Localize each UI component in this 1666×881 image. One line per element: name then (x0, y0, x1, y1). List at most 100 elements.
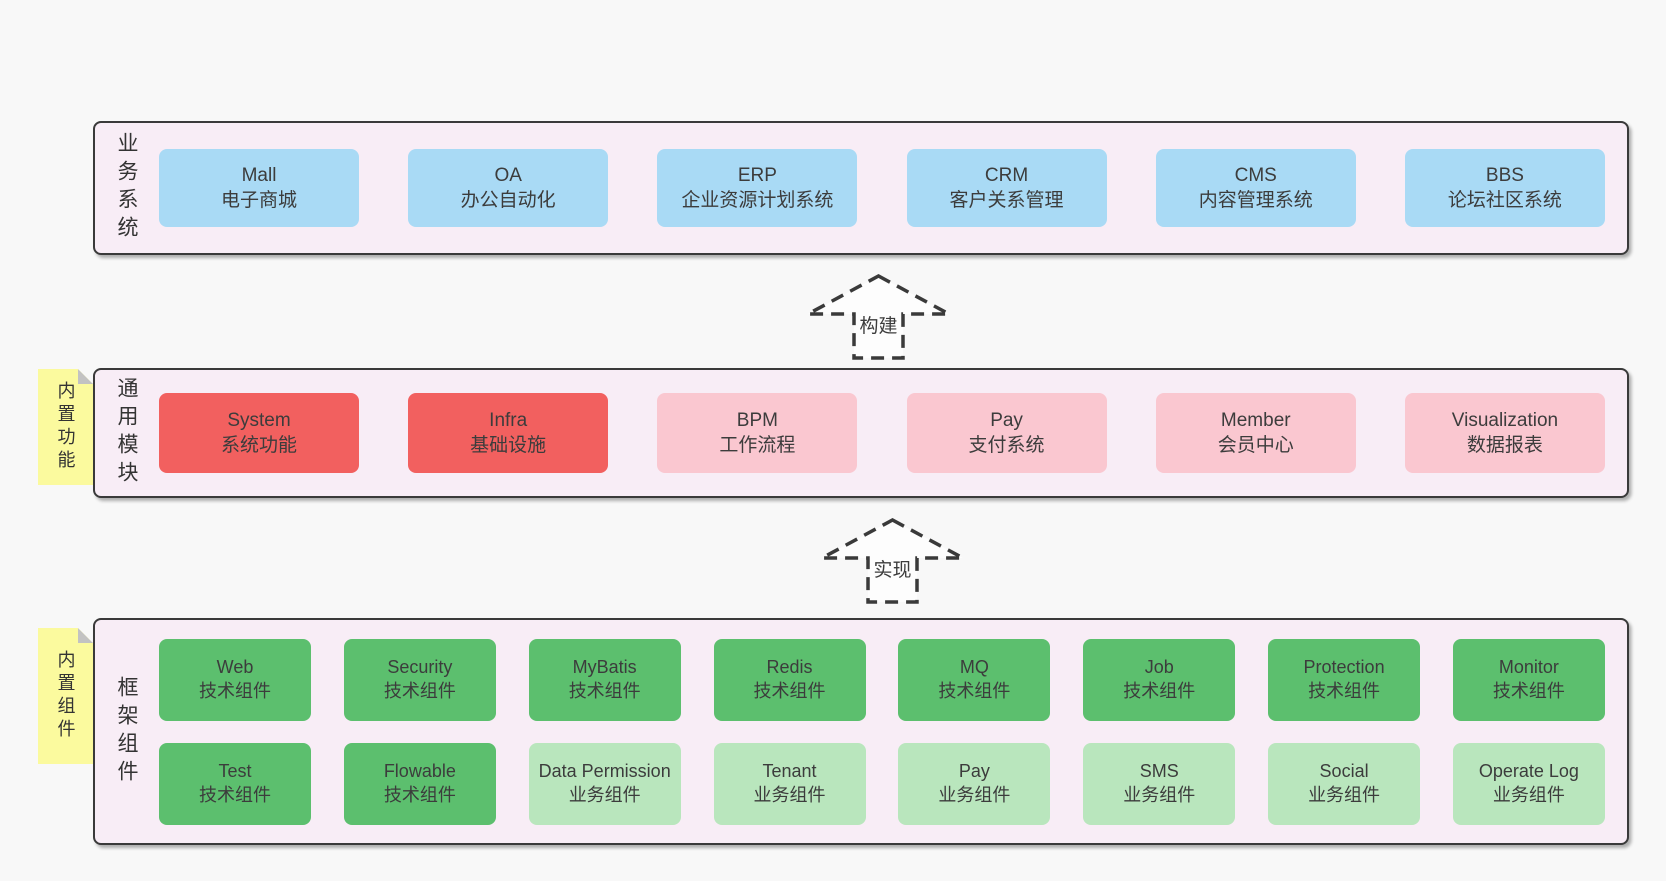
sticky-note-built-in-features: 内置功能 (38, 369, 93, 485)
box-desc: 技术组件 (753, 680, 826, 701)
box-desc: 业务组件 (1308, 784, 1381, 805)
box-desc: 数据报表 (1466, 435, 1543, 456)
box-desc: 内容管理系统 (1198, 190, 1313, 211)
box-desc: 业务组件 (1492, 784, 1565, 805)
box-desc: 技术组件 (1492, 680, 1565, 701)
box-protection: Protection 技术组件 (1268, 638, 1421, 721)
box-name: Monitor (1498, 656, 1559, 677)
build-arrow: 构建 (807, 274, 950, 360)
box-tenant: Tenant 业务组件 (713, 742, 866, 825)
box-crm: CRM 客户关系管理 (906, 149, 1107, 227)
box-pay-component: Pay 业务组件 (898, 742, 1051, 825)
box-name: Security (387, 656, 453, 677)
sticky-label: 内置组件 (55, 650, 76, 742)
box-security: Security 技术组件 (343, 638, 496, 721)
implement-arrow: 实现 (821, 518, 964, 604)
box-name: Data Permission (538, 760, 671, 781)
box-desc: 支付系统 (968, 435, 1045, 456)
box-desc: 技术组件 (1123, 680, 1196, 701)
box-system: System 系统功能 (159, 393, 359, 473)
box-name: MyBatis (572, 656, 637, 677)
box-bbs: BBS 论坛社区系统 (1404, 149, 1605, 227)
box-oa: OA 办公自动化 (408, 149, 609, 227)
box-name: System (227, 409, 291, 431)
dashed-up-arrow-icon (807, 274, 950, 360)
box-desc: 业务组件 (568, 784, 641, 805)
box-name: Web (216, 656, 254, 677)
folded-corner-icon (78, 628, 93, 643)
box-desc: 系统功能 (220, 435, 297, 456)
box-desc: 工作流程 (719, 435, 796, 456)
band-business-systems: 业务系统 Mall 电子商城 OA 办公自动化 ERP 企业资源计划系统 CRM… (93, 121, 1629, 255)
box-job: Job 技术组件 (1083, 638, 1236, 721)
box-name: Pay (990, 409, 1023, 431)
box-desc: 技术组件 (1308, 680, 1381, 701)
box-name: Job (1144, 656, 1174, 677)
folded-corner-icon (78, 369, 93, 384)
box-name: Test (218, 760, 252, 781)
implement-arrow-label: 实现 (873, 559, 911, 581)
box-name: CRM (984, 164, 1029, 186)
box-desc: 技术组件 (568, 680, 641, 701)
box-visualization: Visualization 数据报表 (1404, 393, 1605, 473)
box-desc: 办公自动化 (460, 190, 556, 211)
box-desc: 技术组件 (199, 784, 271, 805)
common-modules-boxes: System 系统功能 Infra 基础设施 BPM 工作流程 Pay 支付系统… (141, 370, 1627, 496)
box-redis: Redis 技术组件 (713, 638, 866, 721)
box-social: Social 业务组件 (1268, 742, 1421, 825)
box-infra: Infra 基础设施 (408, 393, 609, 473)
box-name: Flowable (383, 760, 456, 781)
build-arrow-label: 构建 (859, 315, 897, 337)
band-common-modules: 通用模块 System 系统功能 Infra 基础设施 BPM 工作流程 Pay… (93, 368, 1629, 498)
band-label-common-modules: 通用模块 (115, 377, 138, 489)
box-name: Tenant (762, 760, 817, 781)
box-sms: SMS 业务组件 (1083, 742, 1236, 825)
box-name: SMS (1139, 760, 1179, 781)
box-desc: 电子商城 (220, 190, 297, 211)
band-framework-components: 框架组件 Web 技术组件 Security 技术组件 MyBatis 技术组件… (93, 618, 1629, 845)
box-desc: 技术组件 (383, 784, 456, 805)
dashed-up-arrow-icon (821, 518, 964, 604)
box-name: Mall (241, 164, 277, 186)
box-desc: 客户关系管理 (949, 190, 1064, 211)
box-name: Pay (958, 760, 990, 781)
box-desc: 论坛社区系统 (1447, 190, 1562, 211)
box-monitor: Monitor 技术组件 (1452, 638, 1605, 721)
box-name: MQ (959, 656, 989, 677)
box-erp: ERP 企业资源计划系统 (657, 149, 858, 227)
box-name: ERP (737, 164, 777, 186)
box-pay-system: Pay 支付系统 (906, 393, 1107, 473)
box-mybatis: MyBatis 技术组件 (528, 638, 681, 721)
sticky-note-built-in-components: 内置组件 (38, 628, 93, 764)
box-desc: 业务组件 (1123, 784, 1196, 805)
box-name: CMS (1234, 164, 1277, 186)
box-desc: 业务组件 (753, 784, 826, 805)
box-web: Web 技术组件 (159, 638, 311, 721)
box-desc: 基础设施 (470, 435, 547, 456)
box-flowable: Flowable 技术组件 (343, 742, 496, 825)
box-name: Protection (1303, 656, 1385, 677)
framework-row-1: Web 技术组件 Security 技术组件 MyBatis 技术组件 Redi… (159, 638, 1605, 721)
box-name: BBS (1485, 164, 1524, 186)
box-desc: 技术组件 (383, 680, 456, 701)
box-test: Test 技术组件 (159, 742, 311, 825)
box-name: Visualization (1451, 409, 1559, 431)
box-mq: MQ 技术组件 (898, 638, 1051, 721)
band-label-business-systems: 业务系统 (115, 132, 138, 244)
sticky-label: 内置功能 (55, 381, 76, 473)
business-systems-boxes: Mall 电子商城 OA 办公自动化 ERP 企业资源计划系统 CRM 客户关系… (141, 123, 1627, 253)
box-mall: Mall 电子商城 (159, 149, 359, 227)
box-name: Infra (489, 409, 528, 431)
box-name: OA (494, 164, 522, 186)
box-name: BPM (736, 409, 778, 431)
box-desc: 技术组件 (938, 680, 1011, 701)
box-cms: CMS 内容管理系统 (1155, 149, 1356, 227)
box-desc: 企业资源计划系统 (681, 190, 834, 211)
box-name: Social (1319, 760, 1369, 781)
box-member: Member 会员中心 (1155, 393, 1356, 473)
box-name: Operate Log (1478, 760, 1579, 781)
box-bpm: BPM 工作流程 (657, 393, 858, 473)
band-label-framework-components: 框架组件 (115, 675, 138, 788)
box-operate-log: Operate Log 业务组件 (1452, 742, 1605, 825)
